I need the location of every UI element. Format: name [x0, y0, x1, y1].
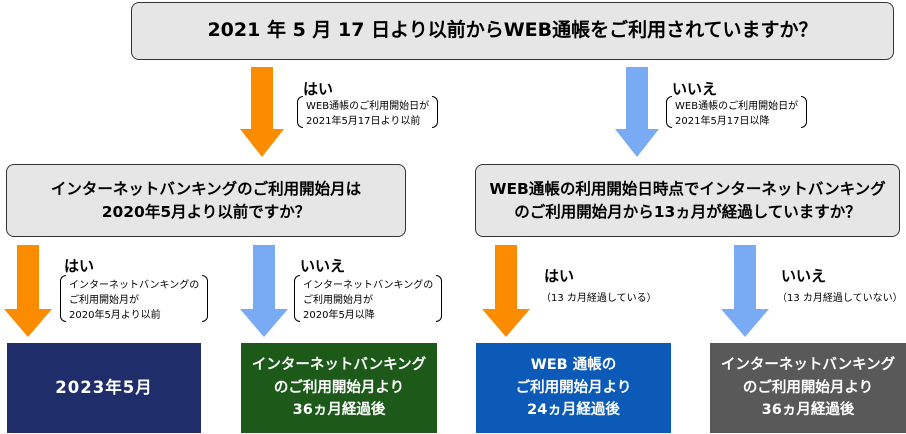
left-question-line: インターネットバンキングのご利用開始月は [50, 180, 362, 199]
result-text: インターネットバンキング [720, 357, 896, 374]
left-yes-condition: インターネットバンキングの ご利用開始月が 2020年5月より以前 [60, 275, 209, 322]
arrow-no-top [615, 67, 659, 157]
arrow-right-no [721, 245, 769, 337]
result-text: 36ヵ月経過後 [761, 402, 855, 419]
arrow-left-yes [4, 245, 52, 337]
top-no-condition: WEB通帳のご利用開始日が 2021年5月17日以降 [666, 96, 808, 128]
condition-line: 2021年5月17日以降 [675, 116, 770, 127]
result-box-1: 2023年5月 [7, 343, 201, 433]
top-question-box: 2021 年 5 月 17 日より以前からWEB通帳をご利用されていますか？ [131, 2, 894, 60]
top-question-text: 2021 年 5 月 17 日より以前からWEB通帳をご利用されていますか？ [207, 19, 818, 42]
left-yes-label: はい [64, 257, 95, 275]
right-no-label: いいえ [781, 267, 827, 285]
right-yes-label: はい [544, 267, 575, 285]
result-text: WEB 通帳の [530, 357, 617, 374]
result-box-3: WEB 通帳の ご利用開始月より 24ヵ月経過後 [476, 343, 671, 433]
right-question-line: のご利用開始月から13ヵ月が経過していますか？ [514, 202, 861, 221]
condition-line: インターネットバンキングの [69, 280, 200, 291]
right-question-line: WEB通帳の利用開始日時点でインターネットバンキング [489, 180, 886, 199]
result-text: のご利用開始月より [273, 379, 405, 396]
result-box-4: インターネットバンキング のご利用開始月より 36ヵ月経過後 [710, 343, 906, 433]
right-no-condition: （13 カ月経過していない） [777, 293, 903, 304]
left-question-box: インターネットバンキングのご利用開始月は 2020年5月より以前ですか？ [6, 164, 406, 237]
condition-line: インターネットバンキングの [303, 280, 434, 291]
condition-line: WEB通帳のご利用開始日が [306, 101, 430, 112]
result-text: ご利用開始月より [515, 379, 632, 396]
condition-line: ご利用開始月が [303, 295, 373, 306]
result-text: 36ヵ月経過後 [292, 402, 386, 419]
result-text: インターネットバンキング [251, 357, 427, 374]
result-text: のご利用開始月より [742, 379, 874, 396]
condition-line: 2020年5月以降 [303, 310, 375, 321]
result-text: 2023年5月 [55, 378, 153, 398]
condition-line: 2020年5月より以前 [69, 310, 161, 321]
arrow-right-yes [482, 245, 530, 337]
right-yes-condition: （13 カ月経過している） [541, 293, 657, 304]
left-no-condition: インターネットバンキングの ご利用開始月が 2020年5月以降 [294, 275, 443, 322]
condition-line: 2021年5月17日より以前 [306, 116, 421, 127]
top-yes-label: はい [303, 80, 334, 98]
left-question-line: 2020年5月より以前ですか？ [101, 202, 311, 221]
result-box-2: インターネットバンキング のご利用開始月より 36ヵ月経過後 [241, 343, 437, 433]
right-question-box: WEB通帳の利用開始日時点でインターネットバンキング のご利用開始月から13ヵ月… [475, 164, 900, 237]
condition-line: WEB通帳のご利用開始日が [675, 101, 799, 112]
result-text: 24ヵ月経過後 [527, 402, 620, 419]
top-yes-condition: WEB通帳のご利用開始日が 2021年5月17日より以前 [297, 96, 439, 128]
arrow-yes-top [240, 67, 284, 157]
top-no-label: いいえ [672, 80, 718, 98]
condition-line: ご利用開始月が [69, 295, 139, 306]
arrow-left-no [240, 245, 288, 337]
left-no-label: いいえ [300, 257, 346, 275]
